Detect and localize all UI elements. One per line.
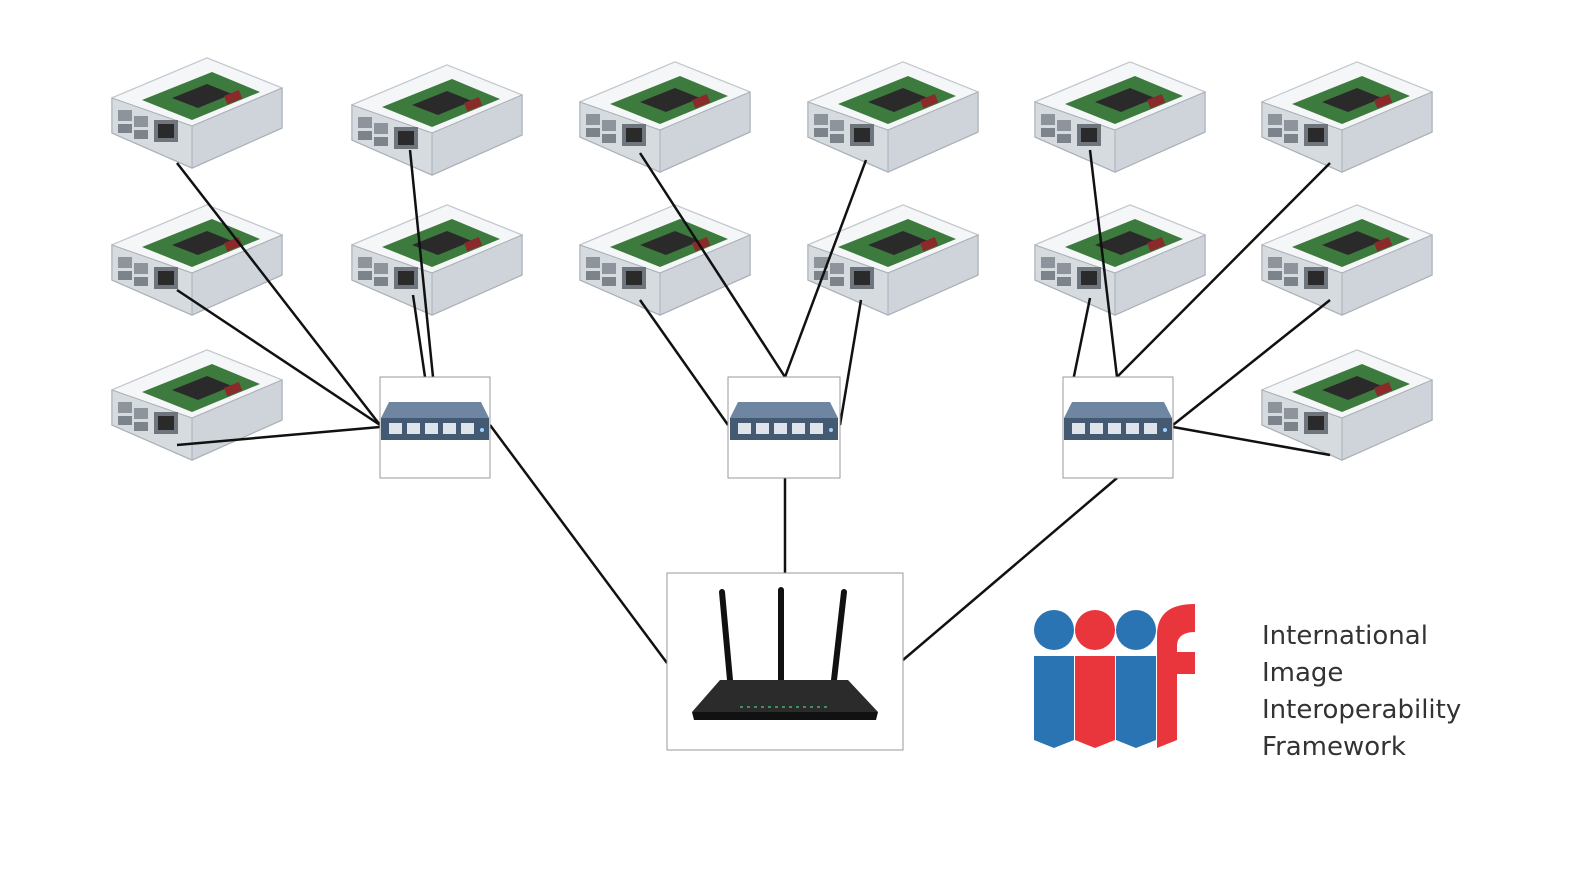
- router-box: [666, 572, 904, 751]
- iiif-logo-icon: [1034, 604, 1195, 748]
- raspberry-pi-icon: [1261, 349, 1433, 461]
- raspberry-pi-icon: [1261, 61, 1433, 173]
- raspberry-pi-icon: [579, 204, 751, 316]
- ethernet-switch-icon: [730, 402, 838, 440]
- raspberry-pi-icon: [807, 61, 979, 173]
- raspberry-pi-icon: [1034, 204, 1206, 316]
- raspberry-pi-icon: [1034, 61, 1206, 173]
- raspberry-pi-icon: [807, 204, 979, 316]
- iiif-caption-line: Image: [1262, 658, 1344, 688]
- raspberry-pi-icon: [351, 64, 523, 176]
- network-cables: [176, 149, 1331, 664]
- raspberry-pi-icon: [111, 204, 283, 316]
- raspberry-pi-icon: [351, 204, 523, 316]
- ethernet-switch-icon: [1064, 402, 1172, 440]
- ethernet-switch-icon: [381, 402, 489, 440]
- switch-box: [379, 376, 491, 479]
- raspberry-pi-icon: [1261, 204, 1433, 316]
- raspberry-pi-icon: [579, 61, 751, 173]
- iiif-caption: International Image Interoperability Fra…: [1262, 618, 1461, 766]
- iiif-caption-line: Framework: [1262, 732, 1406, 762]
- switch-box: [1062, 376, 1174, 479]
- iiif-caption-line: Interoperability: [1262, 695, 1462, 725]
- raspberry-pi-icon: [111, 57, 283, 169]
- switch-box: [727, 376, 841, 479]
- wireless-router-icon: [692, 587, 878, 720]
- iiif-caption-line: International: [1262, 621, 1428, 651]
